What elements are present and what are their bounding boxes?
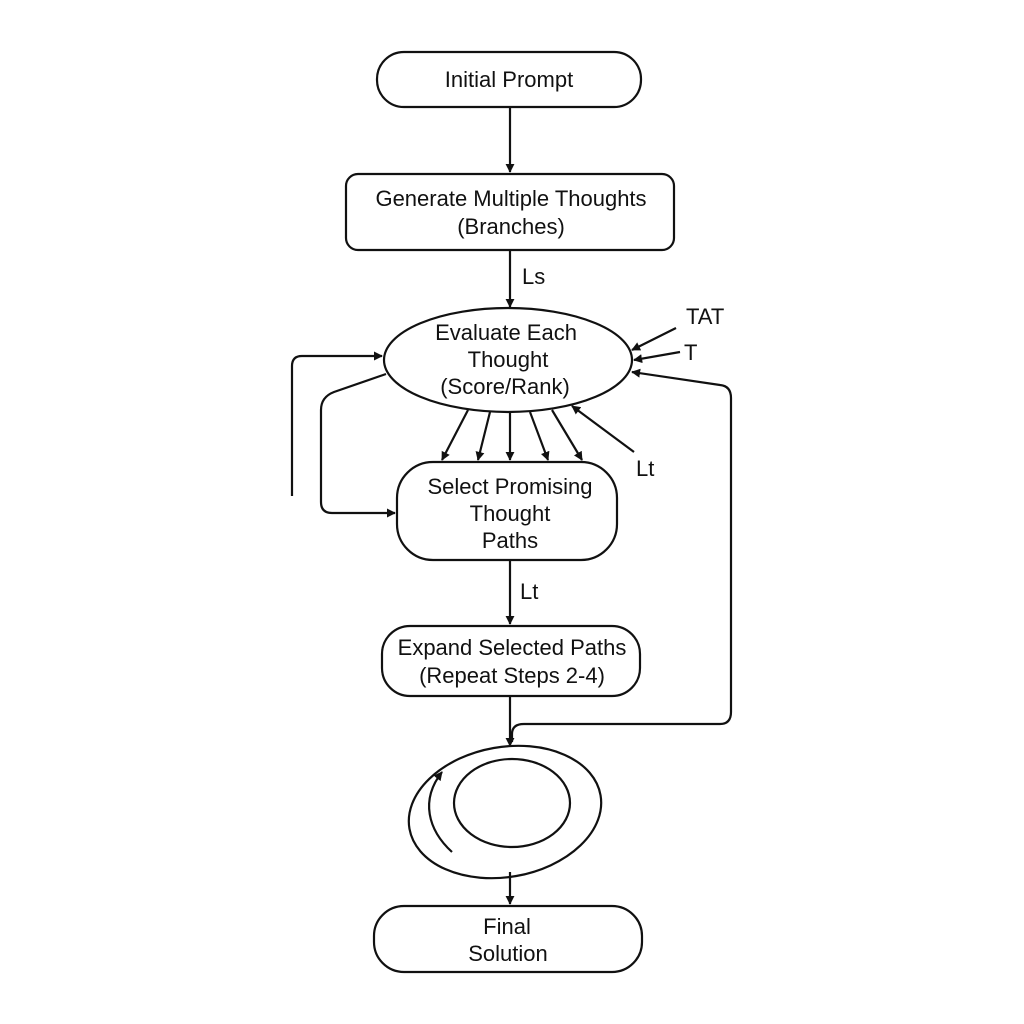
generate-thoughts-label-line1: Generate Multiple Thoughts [375,186,646,211]
arrow-evaluate-to-select-1 [441,409,469,461]
expand-paths-label-line2: (Repeat Steps 2-4) [419,663,605,688]
expand-paths-label-line1: Expand Selected Paths [398,635,627,660]
evaluate-thought-ellipse [382,306,634,414]
arrow-evaluate-to-select-5 [551,409,583,461]
generate-thoughts-label-line2: (Branches) [457,214,565,239]
final-solution-box [372,904,644,974]
select-paths-box [395,460,619,562]
loop-inner-left-evaluate-to-select [319,372,396,518]
final-solution-label-line1: Final [483,914,531,939]
node-evaluate-thought: Evaluate Each Thought (Score/Rank) [382,306,634,414]
node-select-paths: Select Promising Thought Paths [395,460,619,562]
loop-outer-left-to-evaluate [290,351,383,496]
arrow-evaluate-to-select-4 [528,411,550,461]
select-paths-label-line3: Paths [482,528,538,553]
edge-label-t: T [684,340,697,365]
edge-label-ls: Ls [522,264,545,289]
arrow-evaluate-to-select-2 [475,411,492,461]
select-paths-label-line2: Thought [470,501,551,526]
node-expand-paths: Expand Selected Paths (Repeat Steps 2-4) [380,624,642,698]
arrow-lt-to-evaluate [571,405,635,453]
swirl-curved-arrow [428,771,453,853]
edge-label-tat: TAT [686,304,724,329]
evaluate-thought-label-line1: Evaluate Each [435,320,577,345]
arrow-t-to-evaluate [633,350,681,364]
swirl-outer-ellipse [407,744,603,880]
initial-prompt-box [375,50,643,109]
arrow-tat-to-evaluate [631,327,677,351]
generate-thoughts-box [344,172,676,252]
loop-right-return-to-evaluate [510,368,733,742]
initial-prompt-label: Initial Prompt [445,67,573,92]
edge-label-lt-select-expand: Lt [520,579,538,604]
evaluate-thought-label-line3: (Score/Rank) [440,374,570,399]
evaluate-thought-label-line2: Thought [468,347,549,372]
select-paths-label-line1: Select Promising [427,474,592,499]
edge-label-lt-side: Lt [636,456,654,481]
iteration-swirl-icon [407,744,603,880]
node-generate-thoughts: Generate Multiple Thoughts (Branches) [344,172,676,252]
final-solution-label-line2: Solution [468,941,548,966]
expand-paths-box [380,624,642,698]
node-initial-prompt: Initial Prompt [375,50,643,109]
swirl-inner-ellipse [452,757,572,849]
node-final-solution: Final Solution [372,904,644,974]
